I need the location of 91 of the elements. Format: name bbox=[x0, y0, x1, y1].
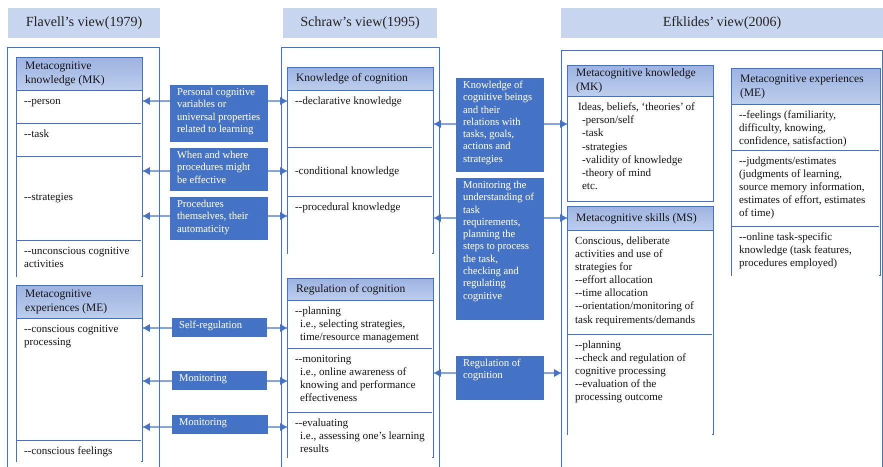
label-box bbox=[172, 415, 268, 434]
label-box bbox=[170, 148, 268, 191]
arrow bbox=[268, 167, 287, 175]
row-text: Conscious, deliberate activities and use of strategies for bbox=[575, 234, 671, 274]
label-text: Monitoring bbox=[179, 417, 228, 430]
row-text: --procedural knowledge bbox=[295, 200, 402, 214]
row-text: --judgments/estimates (judgments of learning, source memory information, estimates of effort, estimates of time) bbox=[739, 154, 866, 220]
row-text: --orientation/monitoring of task requirements/demands bbox=[575, 300, 696, 327]
panel-heading: Knowledge of cognition bbox=[288, 68, 433, 91]
row-text: --planning bbox=[295, 304, 342, 318]
body-text: -validity of knowledge bbox=[581, 154, 684, 167]
label-box bbox=[456, 78, 544, 172]
row-text: --check and regulation of cognitive processing bbox=[575, 352, 687, 378]
label-box bbox=[172, 371, 267, 390]
category-panel bbox=[287, 278, 434, 458]
arrow bbox=[143, 212, 170, 220]
row-text: i.e., online awareness of knowing and performance effectiveness bbox=[299, 366, 416, 406]
body-text: -task bbox=[581, 127, 604, 141]
category-panel bbox=[16, 285, 143, 462]
row-text: -conditional knowledge bbox=[295, 164, 400, 178]
label-box bbox=[456, 178, 544, 320]
label-box bbox=[170, 85, 268, 142]
arrow bbox=[268, 212, 287, 220]
row-text: i.e., selecting strategies, time/resource management bbox=[299, 318, 420, 344]
row-text: --declarative knowledge bbox=[295, 94, 403, 108]
panel-heading: Metacognitive knowledge (MK) bbox=[17, 58, 142, 91]
arrow bbox=[268, 97, 287, 105]
body-text: -strategies bbox=[581, 140, 628, 154]
list-row bbox=[288, 196, 432, 254]
label-text: Monitoring the understanding of task requirements, planning the steps to process the task, checking and regulating cognitive bbox=[463, 180, 535, 303]
body-text: Ideas, beliefs, ‘theories’ of bbox=[578, 101, 696, 114]
list-row bbox=[17, 240, 141, 276]
arrow bbox=[544, 120, 567, 128]
panel-heading: Regulation of cognition bbox=[288, 279, 433, 301]
body-text: -theory of mind bbox=[581, 166, 652, 180]
arrow bbox=[143, 167, 170, 175]
panel-heading: Metacognitive experiences (ME) bbox=[732, 69, 880, 105]
row-text: --conscious cognitive processing bbox=[24, 322, 120, 349]
column-heading: Flavell’s view(1979) bbox=[8, 8, 160, 38]
body-text: etc. bbox=[581, 180, 599, 194]
arrow bbox=[143, 324, 172, 332]
arrow bbox=[267, 324, 287, 332]
arrow bbox=[434, 214, 456, 222]
row-text: --monitoring bbox=[295, 352, 352, 366]
column-heading: Schraw’s view(1995) bbox=[283, 8, 437, 38]
arrow bbox=[434, 369, 456, 377]
label-box bbox=[456, 356, 544, 400]
category-panel bbox=[16, 57, 143, 277]
panel-heading: Metacognitive experiences (ME) bbox=[17, 286, 142, 319]
arrow bbox=[143, 97, 170, 105]
row-text: i.e., assessing one’s learning results bbox=[299, 430, 425, 456]
row-text: --feelings (familiarity, difficulty, knowing, confidence, satisfaction) bbox=[739, 108, 848, 148]
panel-heading: Metacognitive skills (MS) bbox=[568, 207, 713, 231]
row-text: --planning bbox=[575, 338, 622, 352]
arrow bbox=[143, 377, 172, 385]
arrow bbox=[544, 369, 561, 377]
row-text: --task bbox=[24, 128, 50, 141]
row-text: --online task-specific knowledge (task features, procedures employed) bbox=[739, 230, 853, 270]
arrow bbox=[434, 120, 456, 128]
row-text: --strategies bbox=[24, 191, 74, 205]
category-panel bbox=[731, 68, 881, 276]
label-text: Monitoring bbox=[179, 373, 228, 386]
label-text: When and where procedures might be effective bbox=[177, 150, 252, 187]
label-text: Procedures themselves, their automaticity bbox=[177, 199, 250, 236]
arrow bbox=[267, 377, 287, 385]
category-panel bbox=[567, 206, 714, 435]
category-panel bbox=[567, 65, 714, 202]
row-text: --person bbox=[24, 94, 62, 108]
body-text: -person/self bbox=[581, 114, 635, 128]
category-panel bbox=[287, 67, 434, 254]
label-text: Knowledge of cognitive beings and their relations with tasks, goals, actions and strategies bbox=[463, 80, 534, 166]
label-text: Self-regulation bbox=[179, 320, 243, 332]
arrow bbox=[268, 423, 287, 431]
label-text: Personal cognitive variables or universal properties related to learning bbox=[177, 87, 261, 136]
row-text: --time allocation bbox=[575, 287, 649, 300]
label-box bbox=[170, 197, 268, 240]
arrow bbox=[143, 423, 172, 431]
list-row bbox=[288, 412, 432, 458]
list-row bbox=[17, 440, 141, 462]
column-heading: Efklides’ view(2006) bbox=[561, 8, 883, 38]
row-text: --evaluating bbox=[295, 416, 350, 430]
row-text: --evaluation of the processing outcome bbox=[575, 378, 664, 404]
arrow bbox=[544, 214, 567, 222]
row-text: --unconscious cognitive activities bbox=[24, 244, 130, 271]
list-row bbox=[732, 226, 879, 276]
list-row bbox=[568, 334, 712, 434]
panel-heading: Metacognitive knowledge (MK) bbox=[568, 66, 713, 97]
row-text: --effort allocation bbox=[575, 274, 654, 288]
row-text: --conscious feelings bbox=[24, 444, 114, 458]
label-box bbox=[172, 318, 267, 337]
label-text: Regulation of cognition bbox=[463, 358, 522, 383]
